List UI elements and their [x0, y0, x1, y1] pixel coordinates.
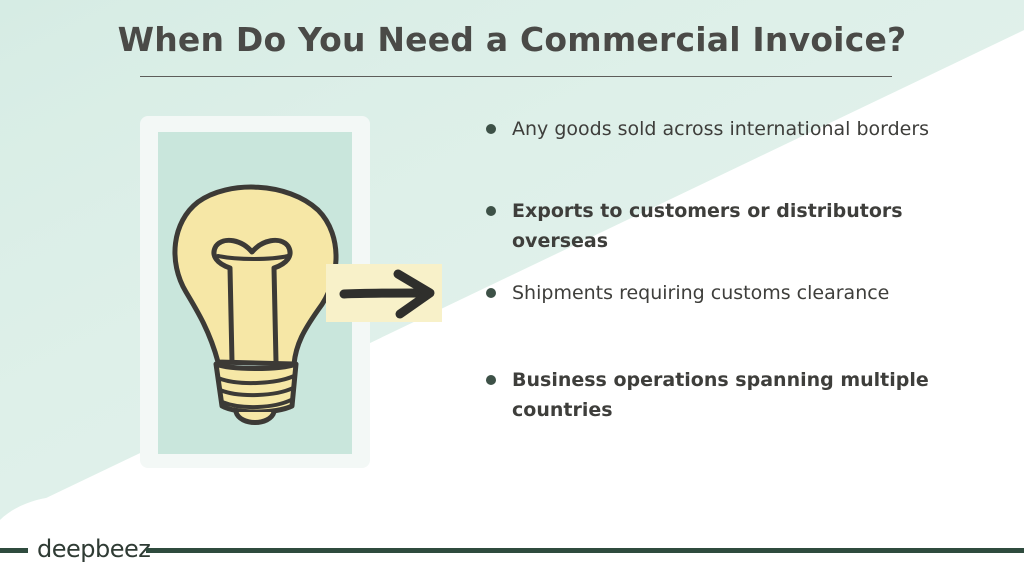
- lightbulb-photo: [158, 132, 352, 454]
- title-divider: [140, 76, 892, 77]
- arrow-right-icon: [339, 269, 435, 319]
- bullet-dot: [486, 375, 496, 385]
- brand-logo: deepbeez: [37, 535, 151, 563]
- lightbulb-photo-frame: [140, 116, 370, 468]
- bullet-item: Exports to customers or distributors ove…: [486, 196, 986, 256]
- bullet-text: Exports to customers or distributors ove…: [512, 200, 903, 252]
- bullet-item: Shipments requiring customs clearance: [486, 278, 986, 308]
- bullet-dot: [486, 206, 496, 216]
- bullet-text: Any goods sold across international bord…: [512, 118, 930, 140]
- footer-rule-left: [0, 548, 28, 553]
- bullet-text: Business operations spanning multiple co…: [512, 369, 929, 421]
- bullet-item: Any goods sold across international bord…: [486, 114, 986, 144]
- footer-rule-right: [146, 548, 1024, 553]
- bullet-dot: [486, 124, 496, 134]
- bullet-text: Shipments requiring customs clearance: [512, 282, 890, 304]
- bullet-dot: [486, 288, 496, 298]
- slide-title: When Do You Need a Commercial Invoice?: [117, 20, 907, 59]
- arrow-highlight: [326, 264, 442, 322]
- bullet-item: Business operations spanning multiple co…: [486, 365, 986, 425]
- lightbulb-icon: [172, 184, 339, 425]
